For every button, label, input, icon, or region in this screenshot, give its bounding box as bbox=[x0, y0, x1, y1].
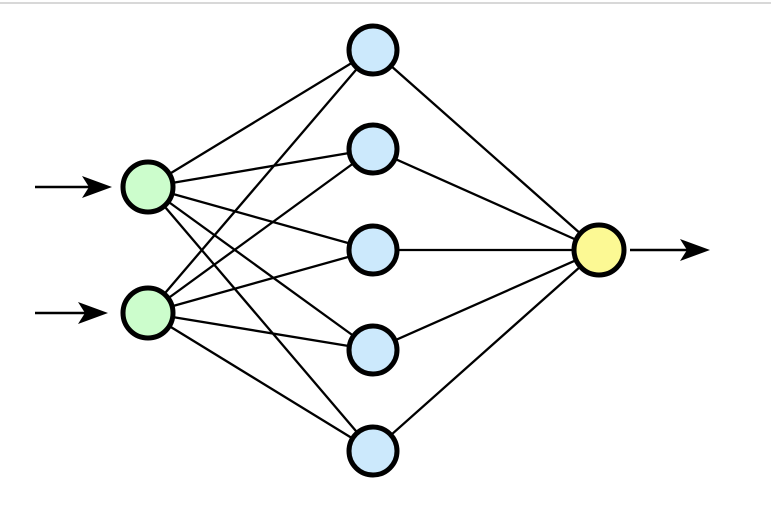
input-node-1 bbox=[120, 159, 176, 215]
edge-input2-hidden5 bbox=[147, 312, 374, 452]
edge-input1-hidden1 bbox=[147, 49, 374, 188]
edge-hidden2-output1 bbox=[372, 147, 600, 252]
hidden-node-3 bbox=[346, 223, 400, 277]
input-node-2 bbox=[120, 285, 176, 341]
edge-input2-hidden2 bbox=[147, 148, 374, 314]
edge-input1-hidden2 bbox=[147, 147, 374, 189]
edge-input2-hidden4 bbox=[147, 311, 374, 352]
hidden-node-2 bbox=[346, 122, 400, 176]
edge-input1-hidden5 bbox=[147, 186, 374, 452]
edge-input1-hidden3 bbox=[147, 185, 374, 252]
edge-hidden4-output1 bbox=[372, 248, 600, 352]
edge-input2-hidden3 bbox=[147, 248, 374, 315]
input-arrow-2-head-icon bbox=[78, 302, 108, 324]
edge-hidden5-output1 bbox=[372, 249, 600, 452]
edge-input1-hidden4 bbox=[147, 186, 374, 351]
hidden-node-1 bbox=[346, 23, 400, 77]
hidden-node-4 bbox=[346, 323, 400, 377]
output-arrow-head-icon bbox=[680, 239, 710, 261]
hidden-node-5 bbox=[346, 424, 400, 478]
edge-hidden1-output1 bbox=[372, 49, 600, 251]
output-node bbox=[571, 222, 627, 278]
edge-input2-hidden1 bbox=[147, 49, 374, 314]
input-arrow-1-head-icon bbox=[82, 176, 112, 198]
